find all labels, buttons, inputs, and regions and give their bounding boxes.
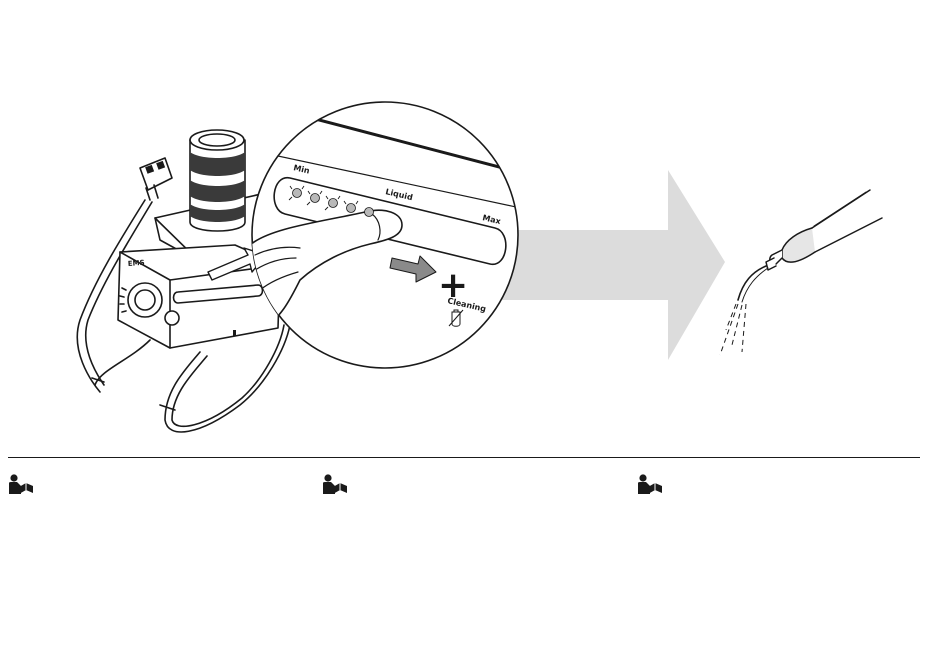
read-manual-icon bbox=[322, 474, 348, 496]
led-dot bbox=[293, 189, 302, 198]
spray-mist bbox=[720, 304, 746, 355]
led-dot bbox=[329, 199, 338, 208]
read-manual-icon bbox=[637, 474, 663, 496]
procedure-illustration: EMS bbox=[0, 0, 950, 455]
led-dot bbox=[365, 208, 374, 217]
illustration-svg: EMS bbox=[0, 0, 950, 455]
section-divider bbox=[8, 457, 920, 458]
handpiece bbox=[738, 190, 882, 302]
zoom-circle: Min Liquid Max + Cleaning bbox=[250, 102, 530, 368]
device-brand-label: EMS bbox=[128, 259, 145, 268]
led-dot bbox=[311, 194, 320, 203]
read-manual-icon bbox=[8, 474, 34, 496]
led-dot bbox=[347, 204, 356, 213]
